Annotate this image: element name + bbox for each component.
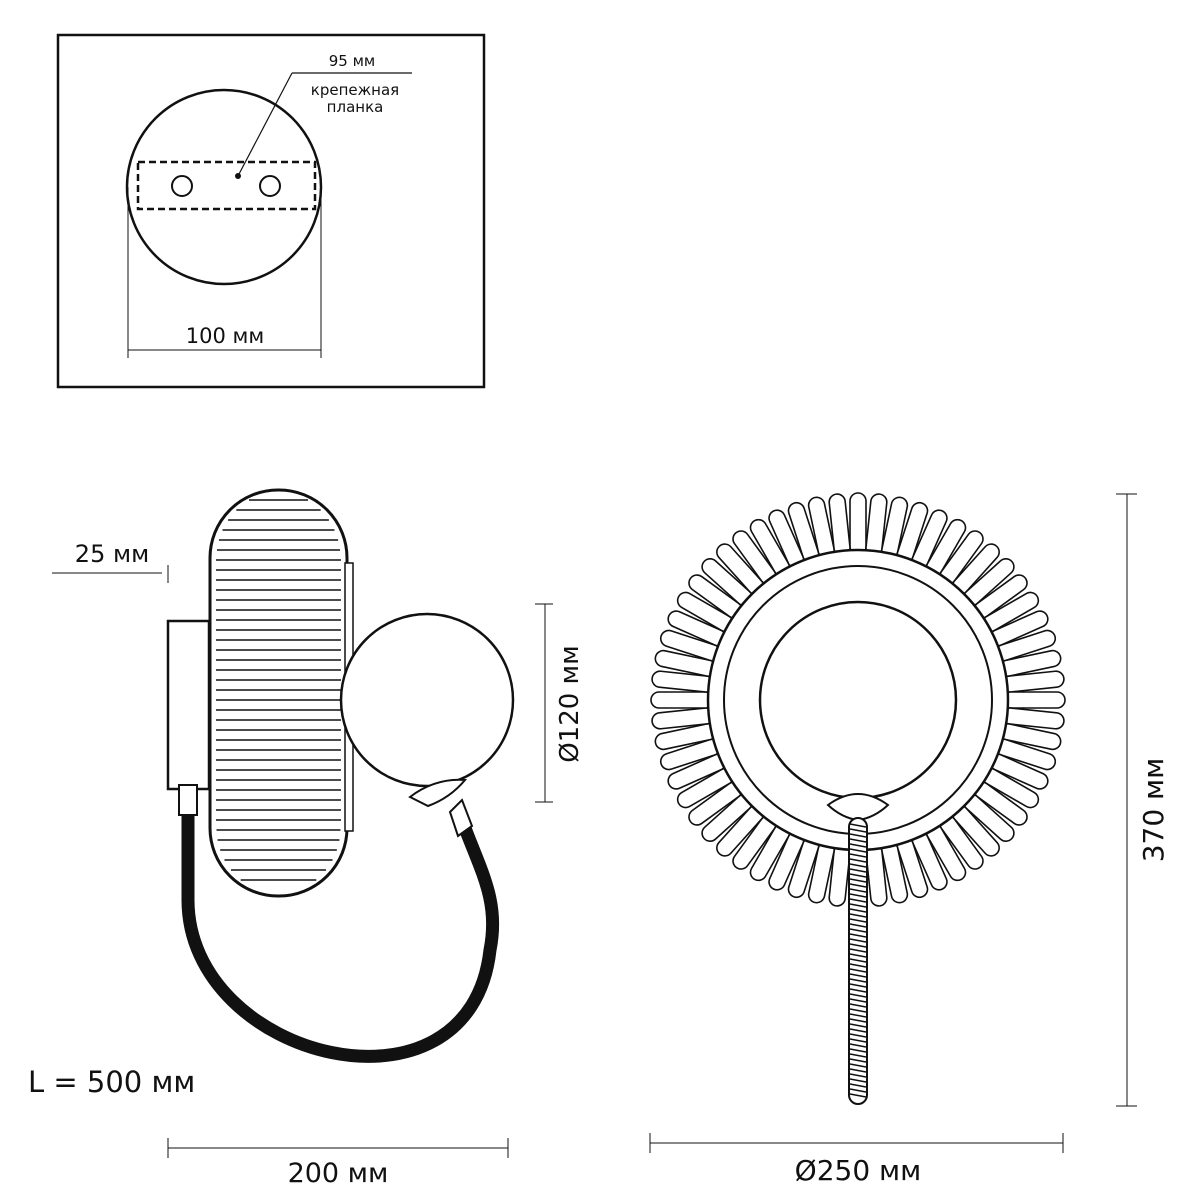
braid-line <box>849 993 867 998</box>
braid-line <box>849 848 867 853</box>
shade-petal <box>849 492 867 556</box>
globe-holder-cup <box>408 778 468 808</box>
braid-line <box>849 973 867 978</box>
braid-line <box>849 983 867 988</box>
height-label: 370 мм <box>1137 758 1170 863</box>
braid-line <box>849 903 867 908</box>
braid-line <box>849 898 867 903</box>
braid-line <box>849 928 867 933</box>
shade-ribs <box>216 499 341 881</box>
braid-line <box>849 1038 867 1043</box>
braid-line <box>849 1058 867 1063</box>
braid-line <box>849 963 867 968</box>
braid-line <box>849 1088 867 1093</box>
braid-line <box>849 1048 867 1053</box>
glass-globe-front <box>758 600 958 800</box>
braid-line <box>849 868 867 873</box>
braid-line <box>849 1018 867 1023</box>
braid-line <box>849 908 867 913</box>
globe-holder-front <box>826 793 890 822</box>
globe-diameter-label: Ø120 мм <box>555 645 585 763</box>
plate-length-label: 95 мм <box>329 52 376 70</box>
braid-line <box>849 838 867 843</box>
braid-line <box>849 998 867 1003</box>
braid-line <box>849 1028 867 1033</box>
braid-line <box>849 1043 867 1048</box>
screw-hole-right <box>259 175 281 197</box>
cable-braid <box>849 823 867 1098</box>
shade-petals <box>650 492 1066 908</box>
braid-line <box>849 1003 867 1008</box>
braid-line <box>849 953 867 958</box>
braid-line <box>849 1023 867 1028</box>
braid-line <box>849 943 867 948</box>
braid-line <box>849 918 867 923</box>
braid-line <box>849 1008 867 1013</box>
plate-leader-line <box>237 72 293 177</box>
braid-line <box>849 1073 867 1078</box>
braid-line <box>849 823 867 828</box>
braid-line <box>849 828 867 833</box>
base-diameter-label: 100 мм <box>186 324 264 348</box>
braid-line <box>849 893 867 898</box>
braid-line <box>849 978 867 983</box>
screw-hole-left <box>171 175 193 197</box>
braid-line <box>849 843 867 848</box>
braid-line <box>849 853 867 858</box>
braid-line <box>849 1013 867 1018</box>
braid-line <box>849 923 867 928</box>
inset-panel: 95 мм крепежная планка 100 мм <box>56 33 486 389</box>
wall-plate <box>166 619 211 791</box>
mounting-plate <box>136 160 317 211</box>
side-view: 25 мм Ø120 мм L = 500 мм 200 мм <box>28 488 585 1189</box>
braid-line <box>849 1063 867 1068</box>
cable-gland-globe <box>448 798 474 838</box>
braid-line <box>849 873 867 878</box>
shade-petal <box>650 691 714 709</box>
braid-line <box>849 858 867 863</box>
braid-line <box>849 948 867 953</box>
braid-line <box>849 913 867 918</box>
braid-line <box>849 833 867 838</box>
diameter-label: Ø250 мм <box>795 1154 922 1187</box>
glass-globe-side <box>339 612 515 788</box>
plate-name-line1: крепежная <box>311 81 399 99</box>
braid-line <box>849 888 867 893</box>
braid-line <box>849 1083 867 1088</box>
ribbed-shade-side <box>208 488 349 898</box>
braid-line <box>849 968 867 973</box>
cable-length-label: L = 500 мм <box>28 1065 195 1099</box>
braid-line <box>849 1053 867 1058</box>
braid-line <box>849 1078 867 1083</box>
base-circle <box>125 88 323 286</box>
braid-line <box>849 933 867 938</box>
power-cable <box>181 788 500 1063</box>
braid-line <box>849 988 867 993</box>
shade-petal <box>1002 691 1066 709</box>
plate-name-line2: планка <box>327 98 384 116</box>
braid-line <box>849 1068 867 1073</box>
cable-gland-wall <box>178 784 198 816</box>
offset-label: 25 мм <box>75 540 149 568</box>
braid-line <box>849 938 867 943</box>
depth-label: 200 мм <box>288 1158 389 1189</box>
braid-line <box>849 1033 867 1038</box>
braid-line <box>849 878 867 883</box>
front-view: 370 мм Ø250 мм <box>649 492 1170 1187</box>
inset-frame <box>56 33 486 389</box>
braid-line <box>849 863 867 868</box>
braid-line <box>849 1093 867 1098</box>
braid-line <box>849 958 867 963</box>
braid-line <box>849 883 867 888</box>
